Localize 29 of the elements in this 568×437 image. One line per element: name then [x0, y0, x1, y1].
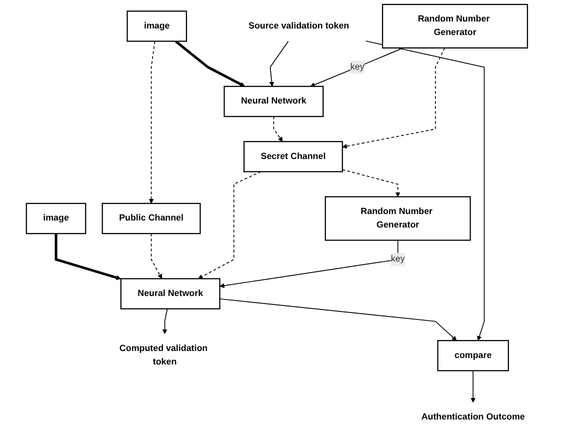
node-box: Random Number Generator	[382, 4, 528, 48]
node-text: Source validation token	[248, 21, 350, 31]
arrow	[310, 48, 404, 87]
arrow	[150, 233, 162, 279]
arrow	[174, 40, 246, 87]
arrow	[342, 169, 400, 197]
arrow	[162, 308, 168, 334]
node-box: Neural Network	[120, 278, 220, 310]
node-box: Public Channel	[102, 202, 201, 234]
arrow	[148, 40, 156, 204]
arrow	[220, 240, 398, 288]
arrow	[342, 48, 446, 149]
arrow	[269, 40, 289, 87]
edge-label: key	[390, 254, 405, 264]
node-box: Secret Channel	[243, 141, 343, 172]
node-box: image	[26, 202, 86, 234]
arrow	[365, 40, 485, 341]
arrow	[198, 171, 262, 279]
node-box: image	[126, 10, 188, 42]
node-box: compare	[437, 340, 509, 372]
node-text: Computed validation token	[119, 344, 208, 367]
node-box: Neural Network	[224, 86, 324, 118]
node-box: Random Number Generator	[324, 196, 471, 241]
arrow	[219, 298, 457, 341]
node-text: Authentication Outcome	[421, 412, 525, 422]
arrow	[54, 234, 122, 280]
arrow	[470, 370, 476, 403]
arrow	[273, 116, 283, 142]
edge-label: key	[350, 62, 364, 72]
